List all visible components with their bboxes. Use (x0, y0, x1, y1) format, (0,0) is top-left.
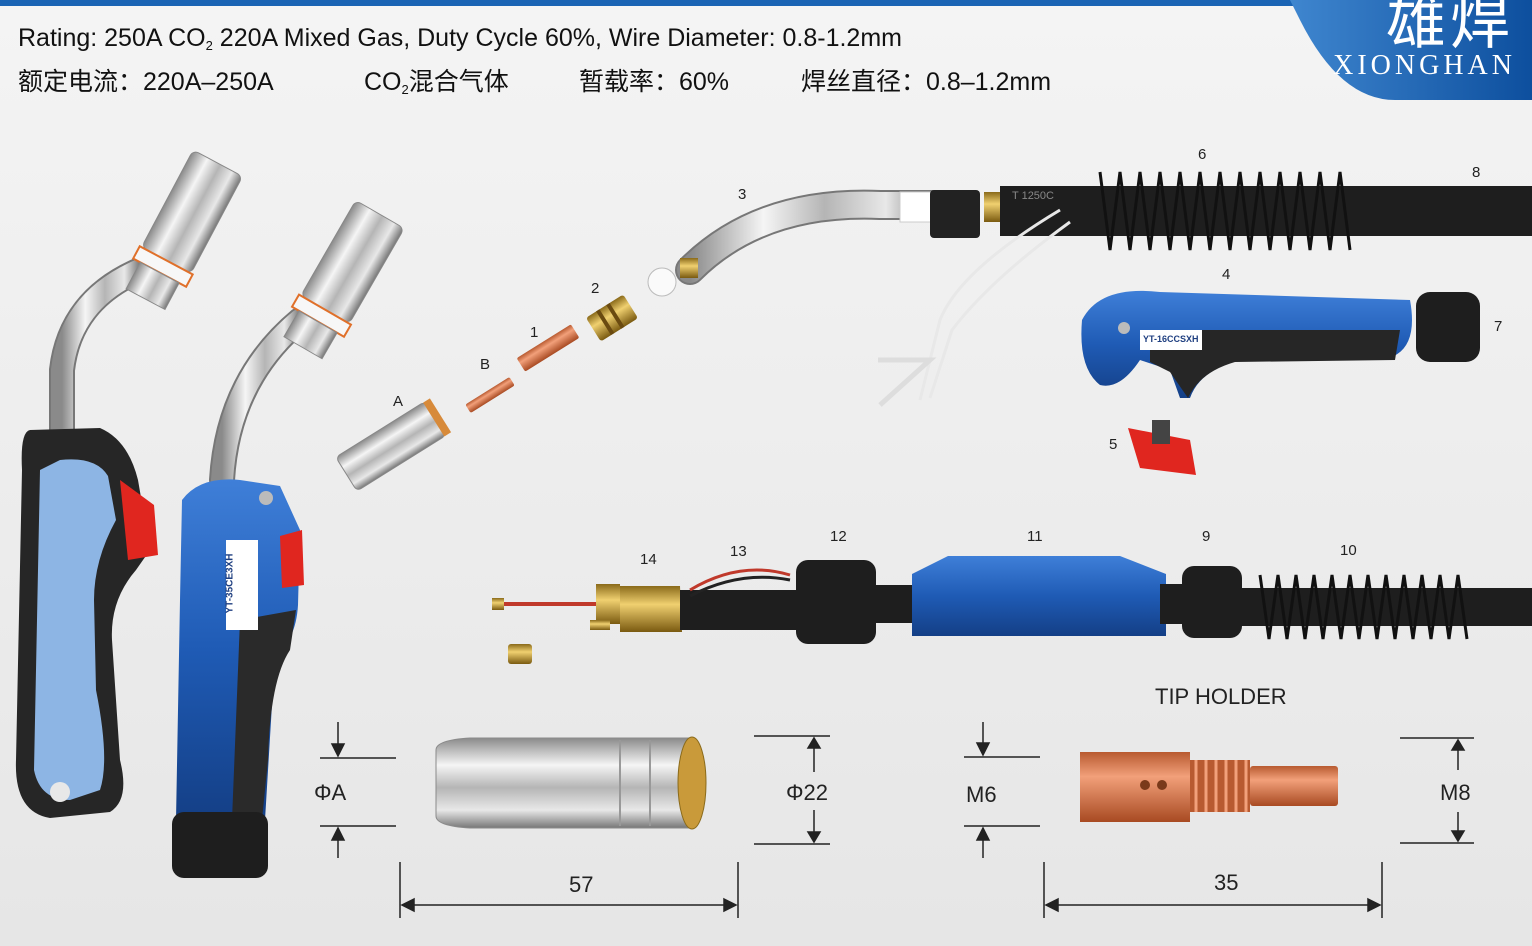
cn-wire: 焊丝直径：0.8–1.2mm (801, 68, 1052, 96)
cable-8 (878, 171, 1532, 407)
label-8: 8 (1472, 164, 1481, 181)
cn-gas-sub: 2 (401, 82, 409, 97)
cn-gas: CO2混合气体 (364, 62, 509, 98)
cn-gas-b: 混合气体 (408, 68, 509, 96)
handle-4 (1081, 290, 1412, 398)
dim-nozzle-length: 57 (569, 872, 594, 897)
cn-gas-a: CO (364, 68, 402, 96)
rating-part-b: 220A Mixed Gas, Duty Cycle 60%, Wire Dia… (212, 24, 902, 52)
rating-line-en: Rating: 250A CO2 220A Mixed Gas, Duty Cy… (18, 24, 902, 53)
header-stripe (0, 0, 1532, 6)
label-14: 14 (640, 551, 657, 568)
label-13: 13 (730, 543, 747, 560)
nut-7 (1416, 292, 1480, 362)
rating-sub-2: 2 (205, 38, 213, 53)
dim-holder-length: 35 (1214, 870, 1239, 895)
rating-line-cn: 额定电流：220A–250A (18, 62, 274, 98)
holder-dim-lines (964, 722, 1474, 918)
rating-part-a: Rating: 250A CO (18, 24, 206, 52)
label-3: 3 (738, 186, 747, 203)
torch-left-1 (15, 151, 241, 818)
label-2: 2 (591, 280, 600, 297)
tip-B (466, 377, 514, 413)
label-6: 6 (1198, 146, 1207, 163)
cn-current: 额定电流：220A–250A (18, 68, 274, 96)
dim-holder-left: M6 (966, 782, 997, 807)
cn-duty: 暂载率：60% (579, 68, 730, 96)
connector-assembly (492, 556, 1532, 664)
tip-holder-1 (517, 325, 579, 371)
logo-en: XIONGHAN (1333, 50, 1516, 81)
torch-left-2 (172, 202, 403, 878)
logo-cn: 雄焊 (1386, 0, 1514, 58)
tip-holder-title: TIP HOLDER (1155, 684, 1287, 709)
nozzle-A (337, 398, 452, 490)
cable-8-print: T 1250C (1012, 190, 1054, 202)
label-10: 10 (1340, 542, 1357, 559)
label-B: B (480, 356, 491, 373)
label-5: 5 (1109, 436, 1118, 453)
dim-holder-right: M8 (1440, 780, 1471, 805)
label-1: 1 (530, 324, 539, 341)
label-A: A (393, 393, 404, 410)
nozzle-detail (435, 736, 707, 830)
label-12: 12 (830, 528, 847, 545)
diffuser-2 (587, 295, 637, 341)
label-11: 11 (1027, 528, 1043, 545)
tip-holder-detail (1080, 752, 1338, 822)
dim-nozzle-inner: ΦA (314, 780, 347, 805)
trigger-5 (1128, 420, 1196, 475)
gooseneck-3 (647, 189, 950, 297)
label-9: 9 (1202, 528, 1211, 545)
label-7: 7 (1494, 318, 1503, 335)
nozzle-dim-lines (320, 722, 830, 918)
torch-left-2-model-text: YT-35CE3XH (224, 553, 236, 614)
dim-nozzle-outer: Φ22 (786, 780, 829, 805)
handle-4-model-text: YT-16CCSXH (1143, 334, 1199, 344)
logo-panel (1290, 0, 1532, 100)
label-4: 4 (1222, 266, 1231, 283)
